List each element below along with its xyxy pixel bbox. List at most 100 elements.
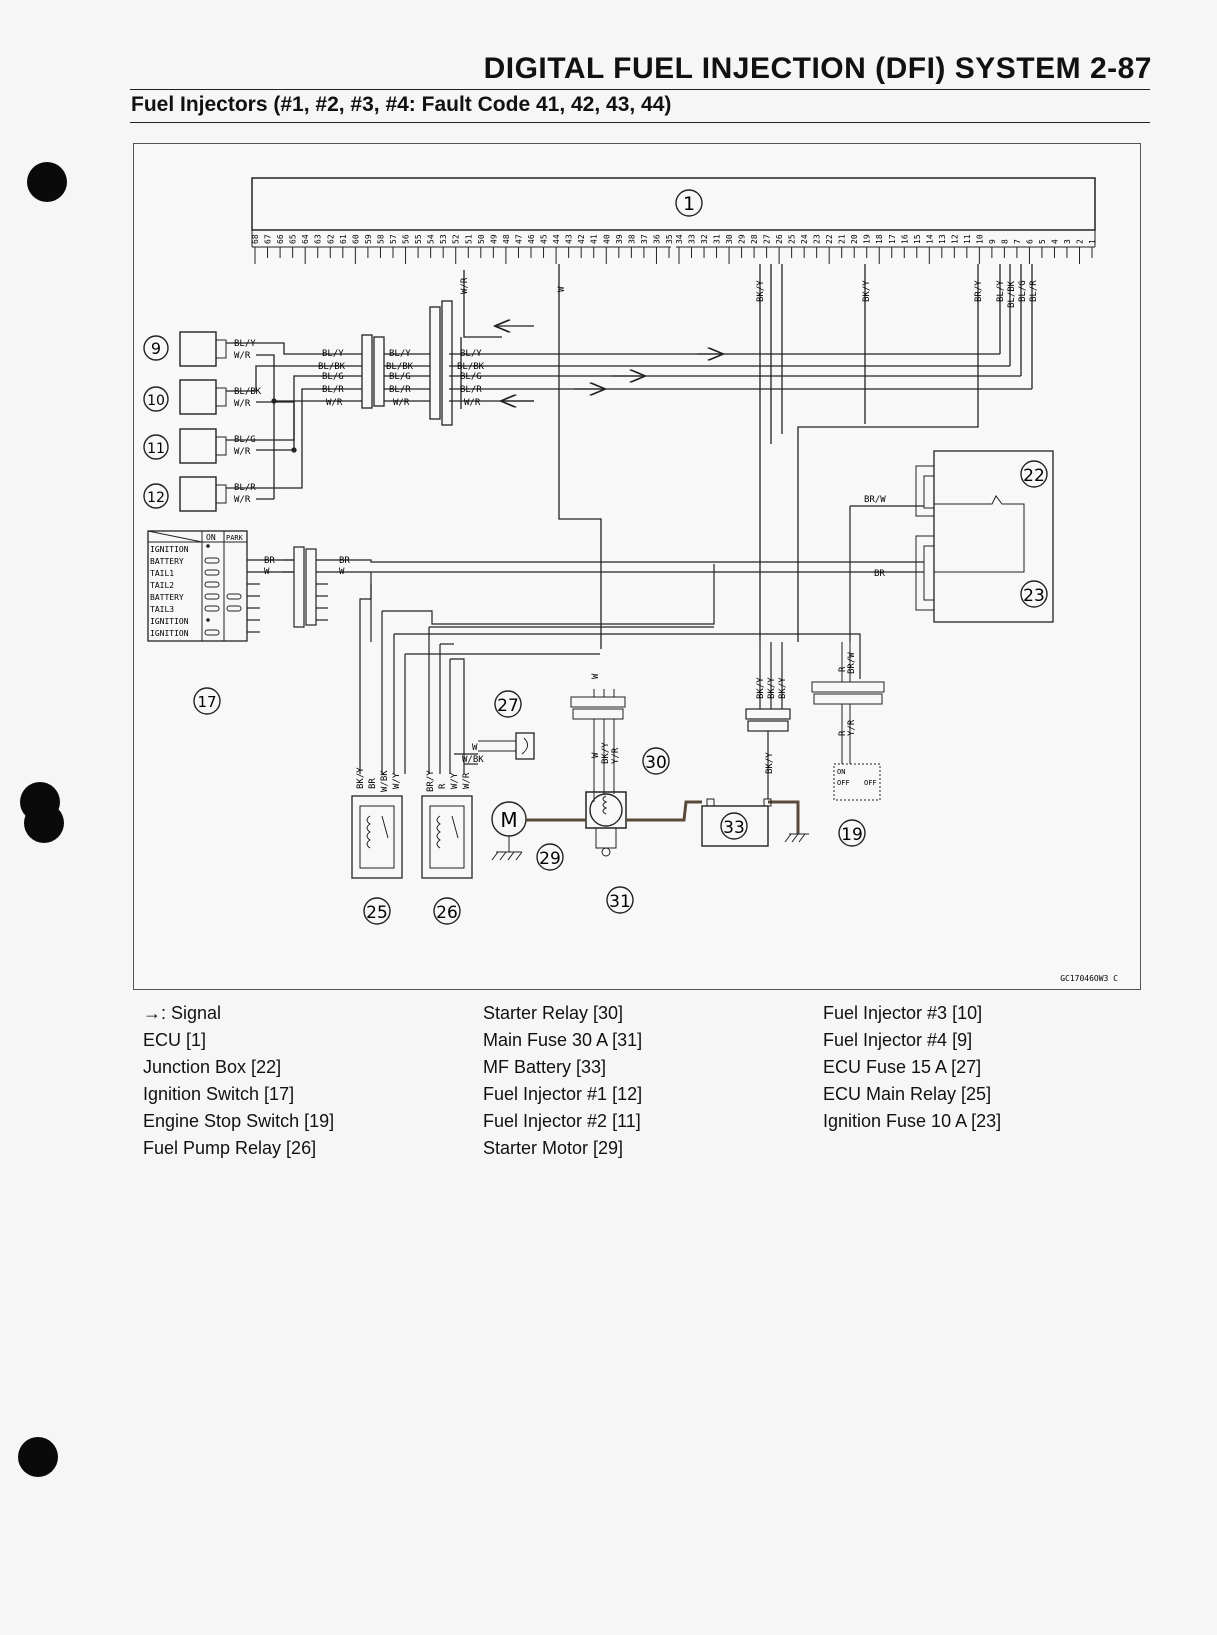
svg-text:BL/G: BL/G <box>322 372 344 382</box>
ecu-pin-number: 16 <box>900 234 909 244</box>
section-title: Fuel Injectors (#1, #2, #3, #4: Fault Co… <box>131 93 672 116</box>
ecu-pin-number: 32 <box>700 234 709 244</box>
legend-item: Main Fuse 30 A [31] <box>483 1030 643 1050</box>
svg-text:BL/R: BL/R <box>460 385 482 395</box>
svg-text:BL/Y: BL/Y <box>460 349 482 359</box>
ecu-pin-number: 55 <box>414 234 423 244</box>
mf-battery: 33 <box>701 798 809 847</box>
ecu-pin-number: 41 <box>590 234 599 244</box>
svg-text:BK/Y: BK/Y <box>756 677 766 699</box>
svg-text:BL/Y: BL/Y <box>996 280 1006 302</box>
injector-harness <box>226 300 453 500</box>
ecu-pin-number: 31 <box>713 234 722 244</box>
ecu-pin-number: 58 <box>376 234 385 244</box>
svg-text:W/Y: W/Y <box>392 772 402 789</box>
battery-cables <box>526 800 800 834</box>
svg-text:R: R <box>838 730 848 736</box>
ecu-pin-number: 57 <box>389 234 398 244</box>
callout-ecu: 1 <box>675 189 703 217</box>
svg-text:25: 25 <box>366 903 388 923</box>
ecu-pin-number: 28 <box>750 234 759 244</box>
ecu-pin-number: 68 <box>251 234 260 244</box>
svg-text:W: W <box>591 752 601 758</box>
svg-text:BK/Y: BK/Y <box>601 742 611 764</box>
ecu-pin-number: 39 <box>615 234 624 244</box>
ecu-pin-number: 67 <box>264 234 273 244</box>
svg-text:BATTERY: BATTERY <box>150 557 184 566</box>
svg-text:W/R: W/R <box>393 398 410 408</box>
legend-item: ECU [1] <box>143 1030 207 1050</box>
legend-item: Fuel Injector #2 [11] <box>483 1111 641 1131</box>
svg-text:BL/R: BL/R <box>1029 280 1039 302</box>
ecu-pin-number: 44 <box>552 234 561 244</box>
svg-text:ON: ON <box>206 533 216 542</box>
ecu-pin-number: 2 <box>1075 239 1084 244</box>
legend-item: Ignition Switch [17] <box>143 1084 295 1104</box>
svg-text:BL/R: BL/R <box>322 385 344 395</box>
ecu-pin-number: 51 <box>464 234 473 244</box>
svg-text:IGNITION: IGNITION <box>150 629 189 638</box>
ecu-pin-number: 52 <box>452 234 461 244</box>
svg-text:W/R: W/R <box>234 399 251 409</box>
svg-text:ON: ON <box>837 768 845 776</box>
svg-text:BATTERY: BATTERY <box>150 593 184 602</box>
svg-text:TAIL1: TAIL1 <box>150 569 174 578</box>
svg-text:BK/Y: BK/Y <box>356 767 366 789</box>
ecu-pin-number: 37 <box>640 234 649 244</box>
legend-item: Fuel Injector #3 [10] <box>823 1003 983 1023</box>
junction-box: 22 23 <box>915 450 1054 623</box>
fuel-pump-relay: 26 BR/Y R W/Y W/R <box>421 770 473 925</box>
svg-text:W/R: W/R <box>460 277 470 294</box>
svg-text:29: 29 <box>539 849 561 869</box>
fuel-injector-4: 9 BL/Y W/R <box>143 331 256 367</box>
svg-text:W: W <box>591 673 601 679</box>
ecu-pin-number: 21 <box>838 234 847 244</box>
svg-text:1: 1 <box>683 193 695 215</box>
ignition-switch-harness <box>247 546 912 642</box>
ecu-pin-number: 40 <box>602 234 611 244</box>
ecu-pin-number: 36 <box>652 234 661 244</box>
svg-text:W/R: W/R <box>234 447 251 457</box>
ecu-pin-number: 6 <box>1025 239 1034 244</box>
svg-text:W/R: W/R <box>462 772 472 789</box>
ecu-pin-number: 34 <box>675 234 684 244</box>
svg-text:PARK: PARK <box>226 534 244 542</box>
svg-text:12: 12 <box>147 490 165 506</box>
ecu-wires <box>460 264 1033 649</box>
svg-text:BL/Y: BL/Y <box>322 349 344 359</box>
ecu-pin-number: 62 <box>326 234 335 244</box>
ecu-pin-number: 59 <box>364 234 373 244</box>
svg-text:23: 23 <box>1023 586 1045 606</box>
ecu-pin-number: 22 <box>825 234 834 244</box>
ecu-pin-number: 30 <box>725 234 734 244</box>
fuel-injector-3: 10 BL/BK W/R <box>143 379 262 415</box>
binder-hole <box>27 162 67 202</box>
ecu-pin-number: 26 <box>775 234 784 244</box>
ecu-pin-number: 10 <box>975 234 984 244</box>
svg-text:W/Y: W/Y <box>450 772 460 789</box>
engine-stop-switch: R BR/W R Y/R ON OFF OFF 19 <box>811 642 885 847</box>
svg-text:W/R: W/R <box>464 398 481 408</box>
legend-column-1: →: Signal ECU [1] Junction Box [22] Igni… <box>143 1000 334 1162</box>
ecu-pin-number: 7 <box>1013 239 1022 244</box>
ecu-pin-number: 15 <box>913 234 922 244</box>
svg-text:BL/G: BL/G <box>1018 280 1028 302</box>
ignition-switch: ON PARK IGNITION BATTERY TAIL1 TAIL2 BAT… <box>147 530 248 715</box>
svg-text:BR/W: BR/W <box>864 495 886 505</box>
header-rule <box>130 89 1150 90</box>
binder-hole <box>24 803 64 843</box>
svg-text:31: 31 <box>609 892 631 912</box>
ecu-pin-number: 5 <box>1038 239 1047 244</box>
svg-text:22: 22 <box>1023 466 1045 486</box>
ecu-pin-number: 61 <box>339 234 348 244</box>
svg-text:R: R <box>838 666 848 672</box>
svg-text:BR: BR <box>339 556 350 566</box>
svg-text:W/BK: W/BK <box>462 755 484 765</box>
svg-text:W: W <box>472 743 478 753</box>
legend-item: MF Battery [33] <box>483 1057 607 1077</box>
legend-item: Fuel Pump Relay [26] <box>143 1138 317 1158</box>
svg-text:BL/BK: BL/BK <box>1007 280 1017 308</box>
svg-text:IGNITION: IGNITION <box>150 545 189 554</box>
